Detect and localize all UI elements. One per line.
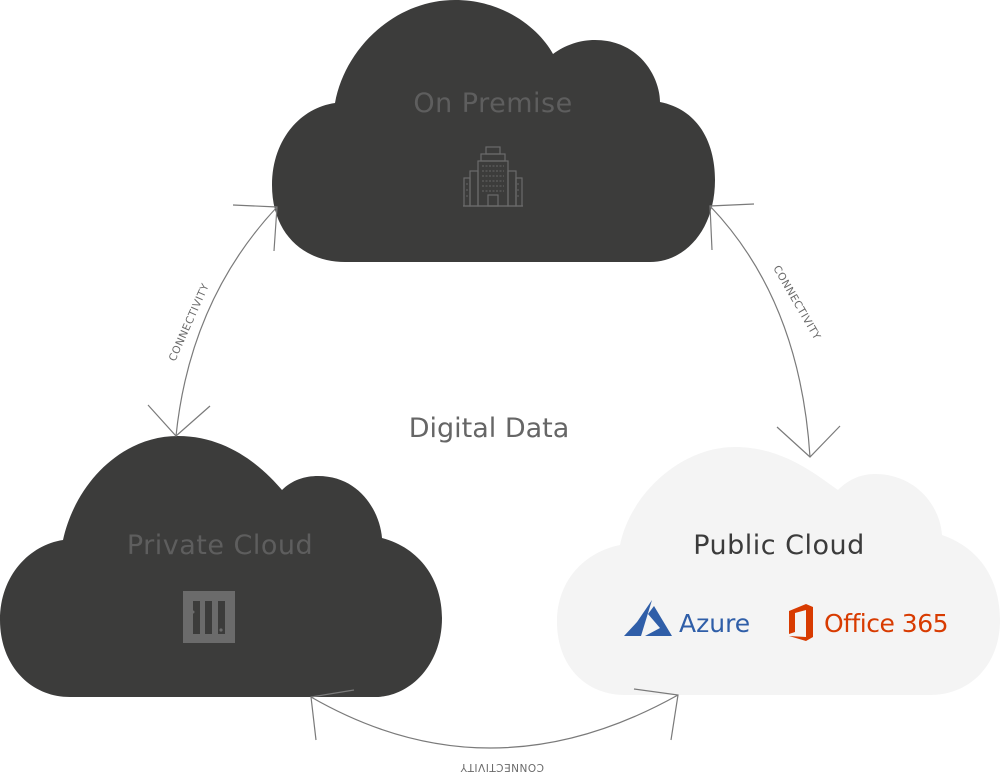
- arrowhead-icon: [147, 404, 211, 437]
- azure-label: Azure: [679, 609, 751, 638]
- center-label: Digital Data: [408, 413, 570, 444]
- connection-onprem-private: [147, 204, 278, 437]
- cloud-private[interactable]: [0, 436, 442, 697]
- connector-line: [310, 694, 679, 749]
- connector-line: [709, 205, 811, 458]
- cloud-on-premise[interactable]: [272, 0, 715, 262]
- cloud-title-private: Private Cloud: [126, 530, 314, 561]
- connection-private-public: [310, 688, 679, 749]
- server-rack-icon: [183, 591, 235, 643]
- cloud-title-public: Public Cloud: [693, 530, 865, 561]
- azure-logo-icon: [624, 600, 672, 636]
- arrowhead-icon: [232, 204, 278, 252]
- building-icon: [463, 146, 523, 207]
- connectivity-label-bottom: CONNECTIVITY: [460, 761, 544, 773]
- arrowhead-icon: [310, 689, 355, 741]
- arrowhead-icon: [709, 203, 755, 251]
- connector-line: [175, 206, 278, 437]
- cloud-title-on-premise: On Premise: [413, 88, 573, 119]
- arrowhead-icon: [776, 425, 841, 458]
- office365-label: Office 365: [824, 609, 949, 638]
- connection-onprem-public: [709, 203, 841, 458]
- arrowhead-icon: [633, 688, 679, 741]
- office365-logo-icon: [789, 604, 813, 641]
- connectivity-label-left: CONNECTIVITY: [167, 282, 212, 364]
- connectivity-label-right: CONNECTIVITY: [770, 264, 822, 343]
- cloud-public[interactable]: [557, 447, 1000, 695]
